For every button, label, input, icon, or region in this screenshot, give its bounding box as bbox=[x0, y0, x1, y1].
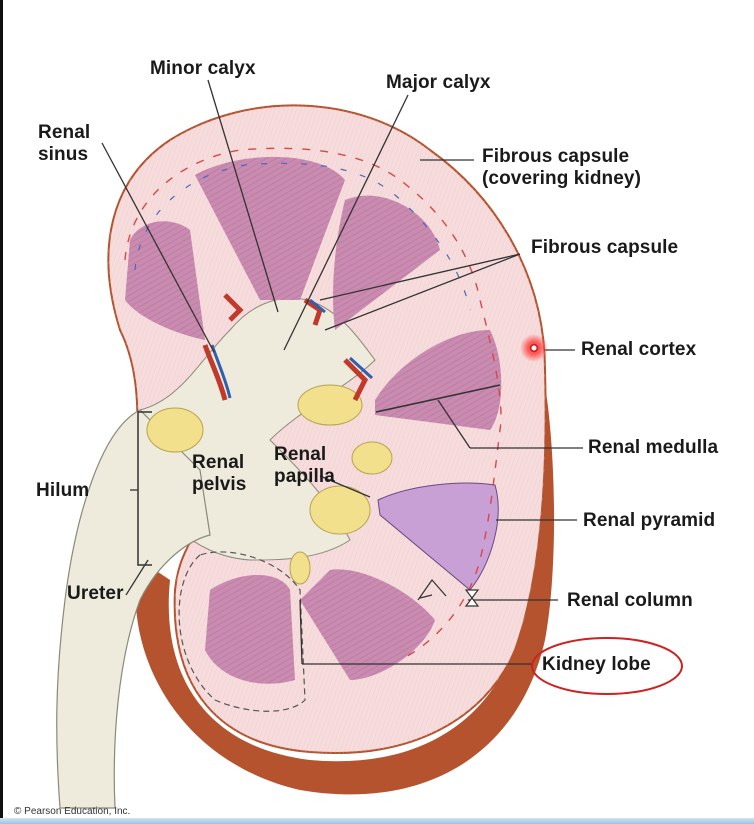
label-renal-sinus: Renal sinus bbox=[38, 122, 91, 165]
label-hilum: Hilum bbox=[36, 480, 90, 501]
label-kidney-lobe: Kidney lobe bbox=[542, 654, 651, 675]
copyright-credit: © Pearson Education, Inc. bbox=[14, 806, 131, 817]
label-minor-calyx: Minor calyx bbox=[150, 58, 256, 79]
bottom-bar bbox=[0, 818, 754, 824]
ureter-shape bbox=[56, 409, 211, 809]
sinus-fat-4 bbox=[351, 441, 393, 475]
label-renal-medulla: Renal medulla bbox=[588, 437, 719, 458]
label-renal-cortex: Renal cortex bbox=[581, 339, 697, 360]
label-ureter: Ureter bbox=[67, 583, 124, 604]
renal-column-marker bbox=[417, 579, 480, 607]
left-border bbox=[0, 0, 3, 818]
renal-vessels bbox=[202, 293, 374, 402]
cortex-dashed-vessels bbox=[124, 147, 502, 661]
label-major-calyx: Major calyx bbox=[386, 72, 491, 93]
label-fibrous-capsule-covering: Fibrous capsule (covering kidney) bbox=[482, 146, 642, 189]
pyramid-highlighted bbox=[377, 482, 499, 591]
sinus-fat-3 bbox=[309, 485, 371, 535]
label-renal-papilla: Renal papilla bbox=[274, 444, 335, 487]
cortex-dashed-veins bbox=[134, 162, 471, 311]
label-renal-pelvis: Renal pelvis bbox=[192, 452, 247, 495]
kidney-lobe-highlight bbox=[531, 637, 683, 695]
label-fibrous-capsule: Fibrous capsule bbox=[531, 237, 679, 258]
leader-lines bbox=[101, 79, 583, 665]
sinus-fat-1 bbox=[146, 407, 204, 453]
label-renal-column: Renal column bbox=[567, 590, 693, 611]
label-renal-pyramid: Renal pyramid bbox=[583, 510, 716, 531]
kidney-lobe-outline bbox=[178, 551, 306, 712]
sinus-fat-5 bbox=[289, 551, 311, 585]
sinus-fat-2 bbox=[297, 384, 363, 426]
